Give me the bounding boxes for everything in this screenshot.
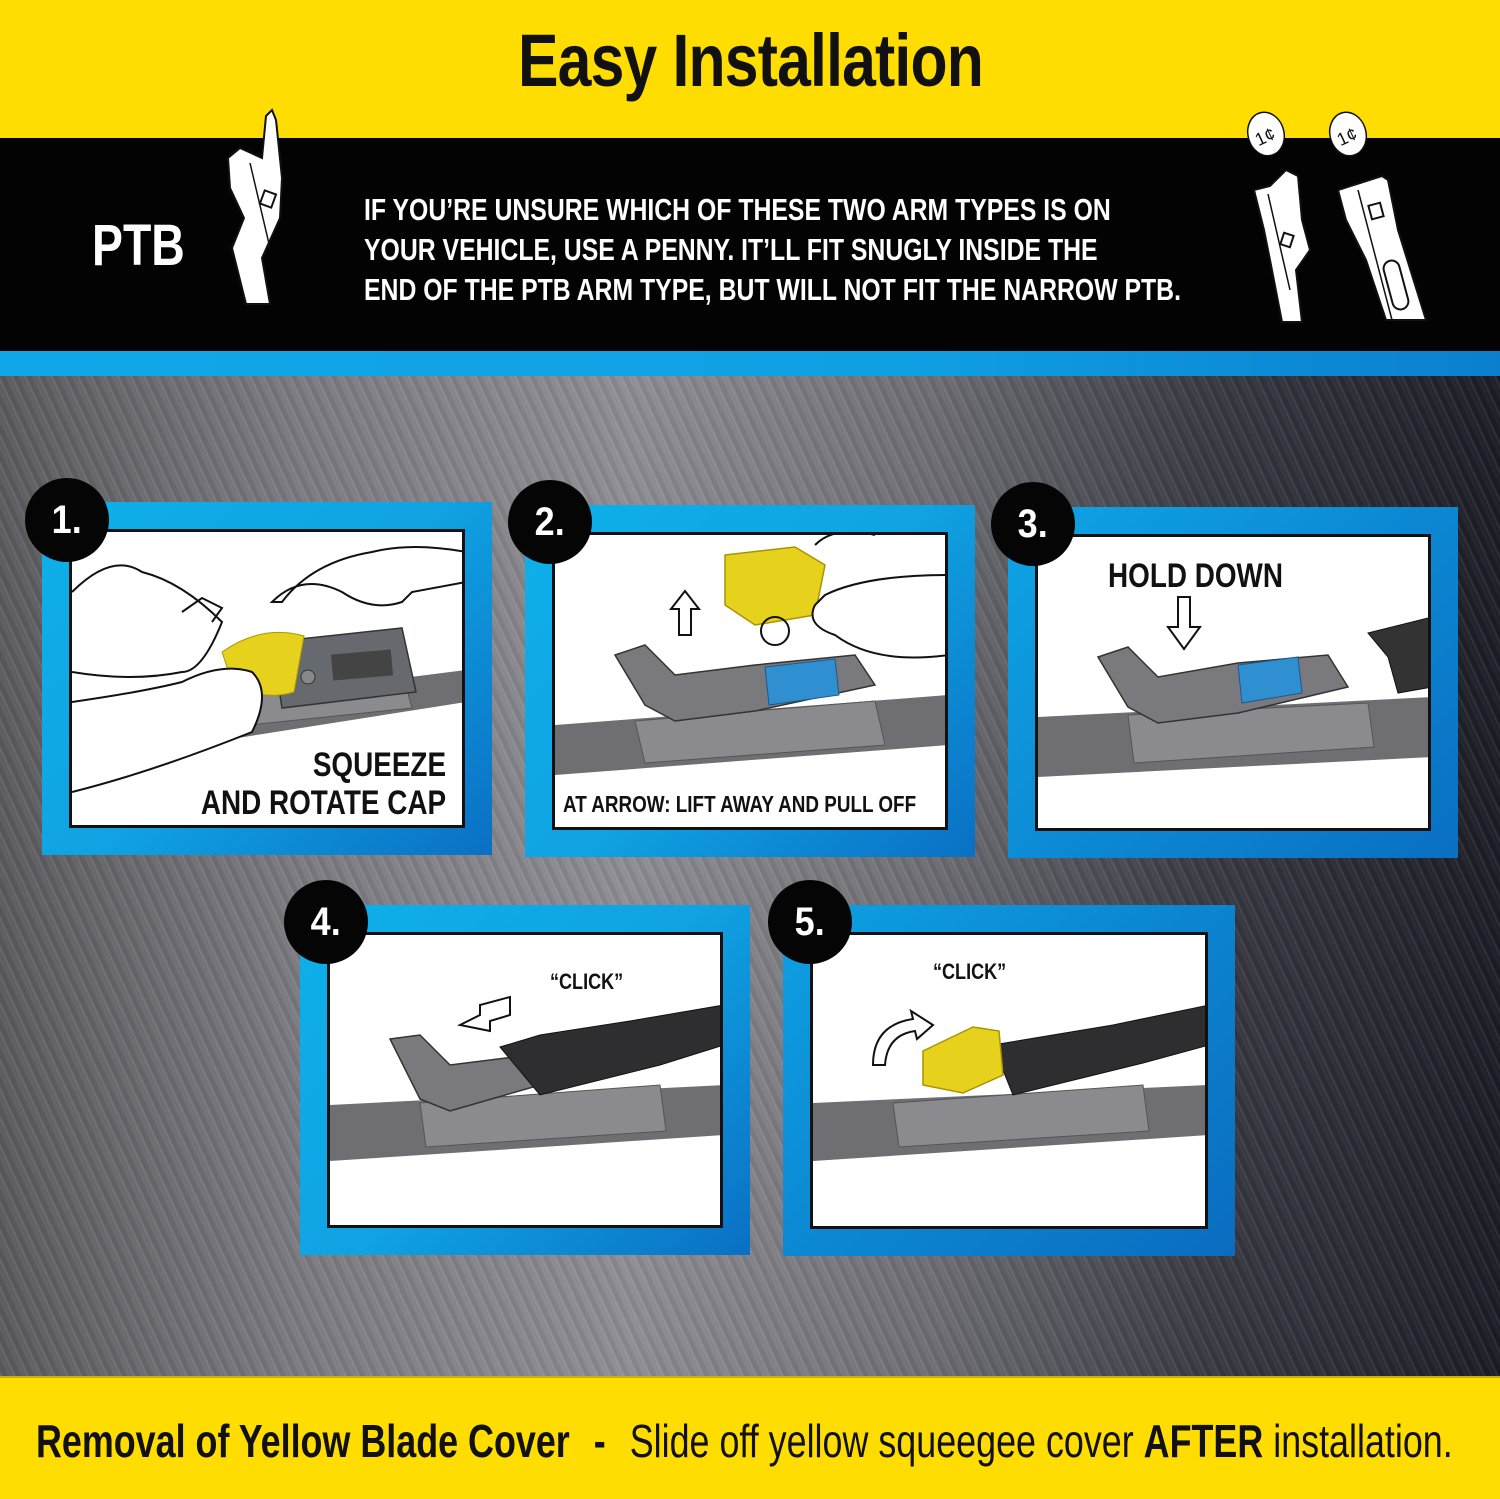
step-1-panel: SQUEEZE AND ROTATE CAP <box>42 502 492 855</box>
cap-close-icon <box>813 1005 1205 1161</box>
instruction-line: YOUR VEHICLE, USE A PENNY. IT’LL FIT SNU… <box>364 232 1098 267</box>
footer-emphasis: AFTER <box>1143 1415 1264 1467</box>
step-4-caption: “CLICK” <box>550 969 624 994</box>
step-4-panel: “CLICK” <box>300 905 750 1255</box>
header-banner: Easy Installation <box>0 0 1500 138</box>
step-4-illustration: “CLICK” <box>327 932 723 1228</box>
step-2-illustration: AT ARROW: LIFT AWAY AND PULL OFF <box>552 532 948 830</box>
step-5-illustration: “CLICK” <box>810 932 1208 1229</box>
footer-text-before: Slide off yellow squeegee cover <box>629 1415 1134 1467</box>
ptb-arm-icon <box>226 108 284 305</box>
step-3-badge: 3. <box>991 482 1075 566</box>
footer-banner: Removal of Yellow Blade Cover - Slide of… <box>0 1376 1500 1499</box>
step-2-caption: AT ARROW: LIFT AWAY AND PULL OFF <box>563 791 917 817</box>
penny-narrow-ptb-arm-icon: 1¢ <box>1328 111 1428 321</box>
connector-icon <box>555 535 945 775</box>
instruction-line: END OF THE PTB ARM TYPE, BUT WILL NOT FI… <box>364 272 1181 307</box>
instruction-line: IF YOU’RE UNSURE WHICH OF THESE TWO ARM … <box>364 192 1111 227</box>
footer-text-after: installation. <box>1273 1415 1453 1467</box>
step-3-panel: HOLD DOWN <box>1008 507 1458 858</box>
step-4-badge: 4. <box>284 880 368 964</box>
penny-ptb-arm-icon: 1¢ <box>1246 111 1312 323</box>
step-3-caption: HOLD DOWN <box>1108 557 1284 595</box>
step-2-panel: AT ARROW: LIFT AWAY AND PULL OFF <box>525 505 975 857</box>
step-5-panel: “CLICK” <box>783 905 1235 1256</box>
arm-slide-icon <box>330 995 720 1161</box>
step-1-caption: SQUEEZE AND ROTATE CAP <box>200 746 446 822</box>
arm-type-instructions: IF YOU’RE UNSURE WHICH OF THESE TWO ARM … <box>364 190 1264 310</box>
connector-hold-down-icon <box>1038 596 1428 777</box>
page-title: Easy Installation <box>517 19 984 102</box>
step-3-illustration: HOLD DOWN <box>1035 534 1431 831</box>
step-2-badge: 2. <box>508 480 592 564</box>
footer-separator: - <box>593 1415 606 1467</box>
ptb-label: PTB <box>92 213 185 278</box>
step-1-badge: 1. <box>25 478 109 562</box>
blue-divider-stripe <box>0 351 1500 376</box>
step-5-caption: “CLICK” <box>933 959 1007 984</box>
step-1-illustration: SQUEEZE AND ROTATE CAP <box>69 529 465 828</box>
step-5-badge: 5. <box>768 880 852 964</box>
footer-heading: Removal of Yellow Blade Cover <box>36 1415 570 1467</box>
wiper-blade-icon <box>72 546 462 793</box>
blade-cover-removal-note: Removal of Yellow Blade Cover - Slide of… <box>36 1414 1453 1468</box>
